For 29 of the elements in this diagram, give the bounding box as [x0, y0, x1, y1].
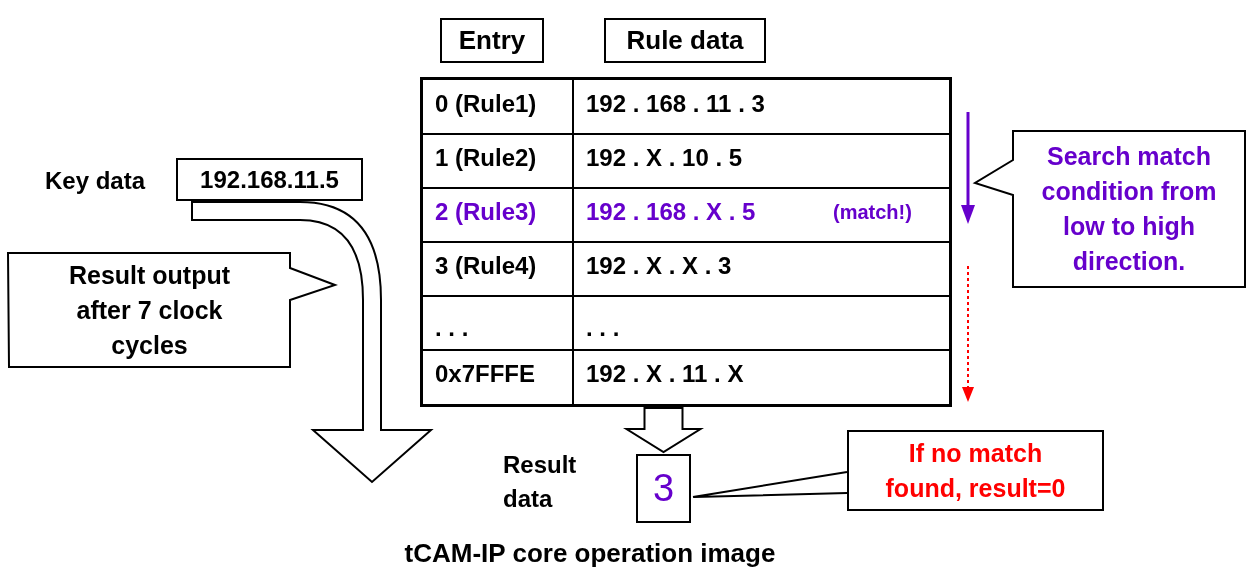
rule-table	[420, 77, 952, 407]
entry-number: 3 (Rule4)	[435, 252, 537, 280]
callout-bubble	[975, 130, 1246, 288]
field-label: Key data	[45, 166, 147, 196]
rule-address: 192 . 168 . 11 . 3	[586, 90, 765, 118]
column-header: Rule data	[604, 18, 766, 63]
ellipsis: . . .	[435, 314, 469, 342]
entry-number: 0x7FFFE	[435, 360, 536, 388]
rule-address: 192 . 168 . X . 5	[586, 198, 756, 226]
callout-bubble	[8, 252, 336, 368]
field-label: Result data	[503, 450, 578, 514]
arrow	[191, 201, 432, 483]
ellipsis: . . .	[586, 314, 620, 342]
callout-text: Search match condition from low to high direction.	[1040, 141, 1218, 277]
callout-box: If no match found, result=0	[847, 430, 1104, 511]
entry-number: 1 (Rule2)	[435, 144, 537, 172]
entry-number: 2 (Rule3)	[435, 198, 537, 226]
caption: tCAM-IP core operation image	[403, 538, 777, 569]
callout-text: Result output after 7 clock cycles	[67, 259, 232, 361]
rule-address: 192 . X . 10 . 5	[586, 144, 743, 172]
match-note: (match!)	[833, 200, 912, 224]
key-data-box: 192.168.11.5	[176, 158, 363, 201]
rule-address: 192 . X . 11 . X	[586, 360, 744, 388]
rule-address: 192 . X . X . 3	[586, 252, 732, 280]
arrow	[692, 471, 848, 498]
column-header: Entry	[440, 18, 544, 63]
result-box: 3	[636, 454, 691, 523]
entry-number: 0 (Rule1)	[435, 90, 537, 118]
arrow	[623, 407, 704, 454]
